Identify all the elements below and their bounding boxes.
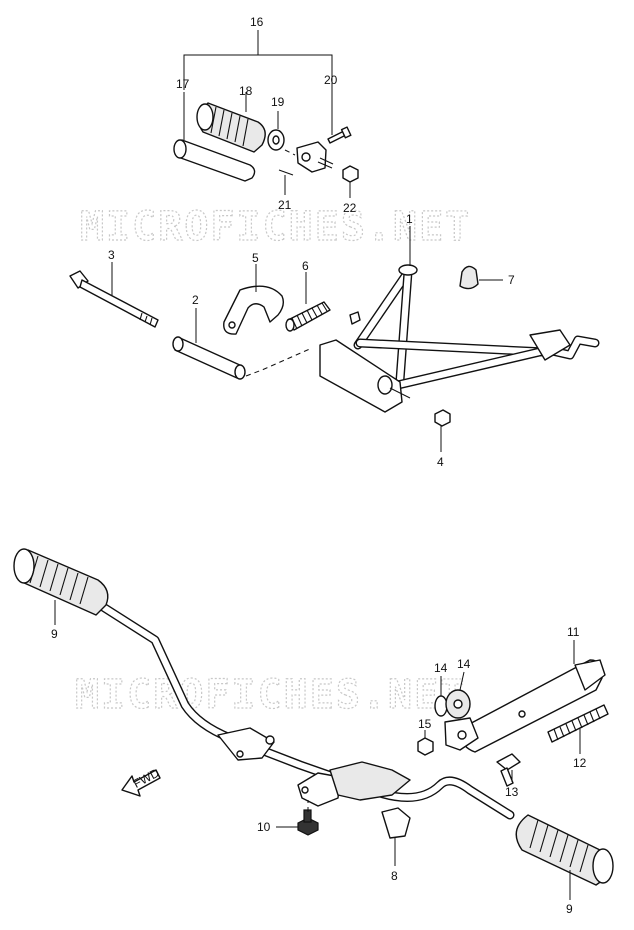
callout-8: 8: [391, 869, 398, 883]
callout-3: 3: [108, 248, 115, 262]
part-22-nut[interactable]: [342, 165, 359, 183]
callout-19: 19: [271, 95, 285, 109]
part-2-pivot-pipe[interactable]: [172, 336, 246, 380]
part-14-washer-b[interactable]: [445, 689, 471, 719]
part-7-rubber-stopper[interactable]: [459, 265, 479, 290]
callout-2: 2: [192, 293, 199, 307]
callout-11: 11: [567, 625, 580, 639]
part-12-side-stand-spring[interactable]: [547, 704, 609, 743]
part-15-nut[interactable]: [417, 737, 434, 756]
callout-13: 13: [505, 785, 519, 799]
callout-5: 5: [252, 251, 259, 265]
callout-7: 7: [508, 273, 515, 287]
part-8-footrest-bar[interactable]: [95, 600, 515, 839]
part-17-footrest-shaft[interactable]: [173, 139, 256, 182]
watermark-bottom: MICROFICHES.NET: [75, 672, 466, 718]
fwd-label: FWD: [131, 766, 162, 791]
footrest-holder: [296, 141, 334, 173]
part-21-cotter-pin[interactable]: [278, 169, 294, 176]
watermark-top: MICROFICHES.NET: [80, 204, 471, 250]
part-9-footrest-rubber-right[interactable]: [515, 814, 614, 886]
callout-17: 17: [176, 77, 190, 91]
callout-22: 22: [343, 201, 357, 215]
callout-20: 20: [324, 73, 338, 87]
assembly-bracket: [183, 54, 333, 90]
part-11-side-stand[interactable]: [460, 659, 606, 753]
part-14-washer-a[interactable]: [434, 695, 448, 717]
part-18-footrest-rubber[interactable]: [196, 102, 266, 153]
part-10-bolt[interactable]: [297, 809, 319, 836]
part-9-footrest-rubber-left[interactable]: [13, 548, 109, 616]
callout-9-right: 9: [566, 902, 573, 916]
leader-1b: [389, 387, 411, 399]
part-3-bolt[interactable]: [69, 270, 159, 328]
callout-16: 16: [250, 15, 264, 29]
callout-14-a: 14: [434, 661, 448, 675]
callout-9-left: 9: [51, 627, 58, 641]
callout-15: 15: [418, 717, 432, 731]
side-stand-bracket: [444, 717, 479, 751]
leader-14b: [459, 671, 465, 691]
callout-21: 21: [278, 198, 292, 212]
part-20-bolt[interactable]: [327, 126, 352, 144]
callout-18: 18: [239, 84, 253, 98]
callout-10: 10: [257, 820, 271, 834]
part-1-center-stand[interactable]: [319, 264, 600, 413]
part-4-nut[interactable]: [434, 409, 451, 427]
callout-6: 6: [302, 259, 309, 273]
callout-1: 1: [406, 212, 413, 226]
dash-2-stand: [245, 347, 313, 377]
callout-12: 12: [573, 756, 587, 770]
part-6-spring[interactable]: [285, 301, 331, 332]
fwd-arrow-icon: FWD: [121, 766, 162, 797]
callout-14-b: 14: [457, 657, 471, 671]
dash-19-holder: [284, 149, 296, 156]
part-5-stopper-plate[interactable]: [223, 285, 285, 335]
part-13-bolt[interactable]: [496, 753, 521, 787]
part-19-washer[interactable]: [267, 129, 285, 151]
callout-4: 4: [437, 455, 444, 469]
